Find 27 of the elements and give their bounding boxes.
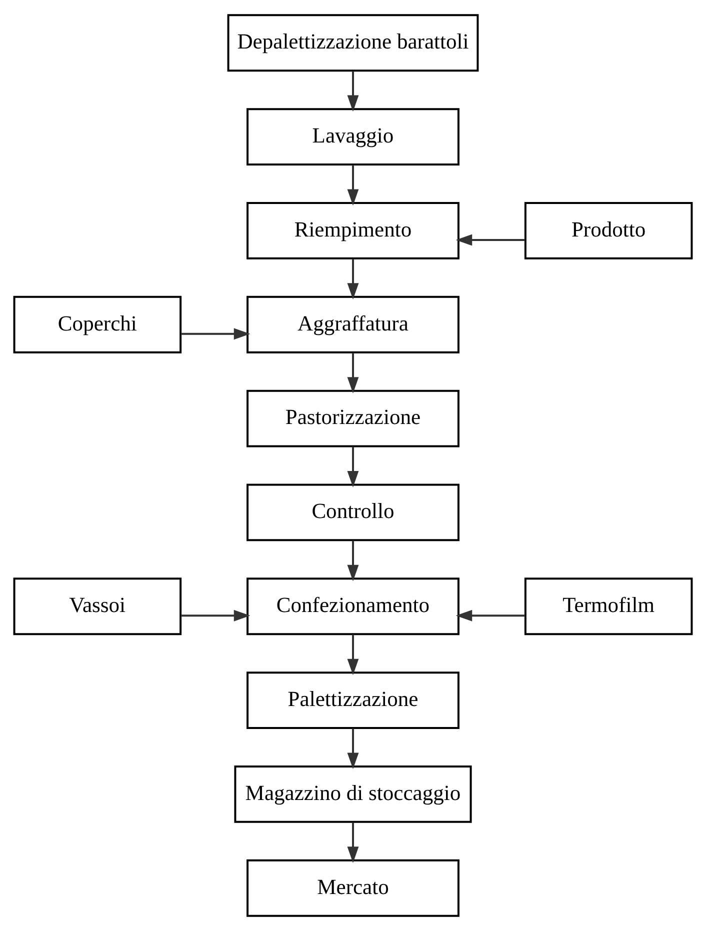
node-box: Confezionamento bbox=[246, 578, 460, 636]
node-box: Coperchi bbox=[13, 296, 182, 354]
arrow bbox=[347, 540, 359, 582]
node-box: Lavaggio bbox=[246, 108, 460, 166]
node-box: Aggraffatura bbox=[246, 296, 460, 354]
arrow bbox=[347, 634, 359, 676]
arrow bbox=[347, 728, 359, 770]
arrow bbox=[347, 446, 359, 488]
arrow bbox=[181, 328, 250, 340]
arrow bbox=[347, 258, 359, 300]
arrow bbox=[456, 610, 525, 622]
arrow bbox=[181, 610, 250, 622]
node-box: Controllo bbox=[246, 484, 460, 542]
node-box: Riempimento bbox=[246, 202, 460, 260]
arrow bbox=[347, 71, 359, 112]
node-box: Pastorizzazione bbox=[246, 390, 460, 448]
arrow bbox=[347, 822, 359, 863]
arrow bbox=[456, 234, 525, 246]
arrow bbox=[347, 164, 359, 206]
node-box: Mercato bbox=[246, 859, 460, 917]
node-box: Palettizzazione bbox=[246, 672, 460, 729]
arrow bbox=[347, 352, 359, 394]
node-box: Depalettizzazione barattoli bbox=[227, 14, 479, 72]
node-box: Vassoi bbox=[13, 578, 182, 636]
node-box: Prodotto bbox=[524, 202, 693, 260]
node-box: Magazzino di stoccaggio bbox=[234, 766, 472, 823]
node-box: Termofilm bbox=[524, 578, 693, 636]
